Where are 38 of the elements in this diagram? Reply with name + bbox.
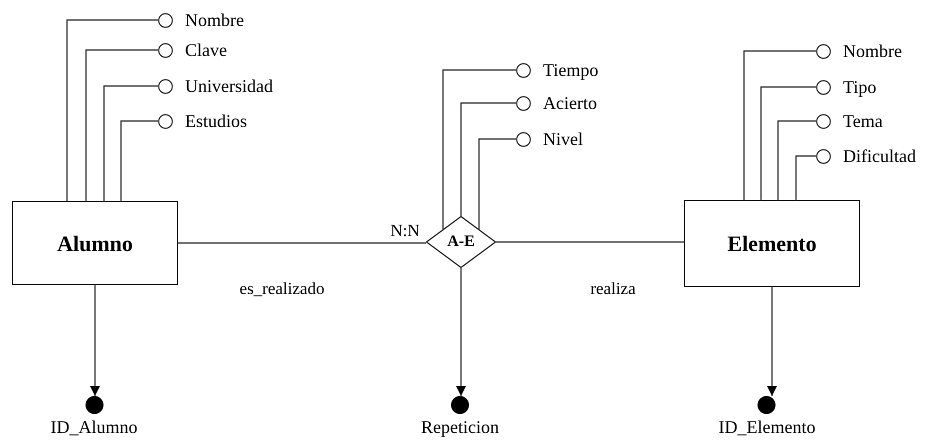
- connector-line: [120, 120, 158, 201]
- key-label: Repeticion: [421, 418, 499, 436]
- key-label: ID_Elemento: [718, 418, 816, 436]
- connector-line: [442, 69, 516, 230]
- connector-line: [478, 138, 516, 230]
- connector-line: [66, 19, 158, 201]
- relationship-name: A-E: [447, 234, 475, 250]
- edge-label: es_realizado: [240, 280, 324, 297]
- connector-line: [460, 102, 516, 216]
- edge-label: realiza: [590, 280, 636, 297]
- connector-line: [178, 242, 426, 244]
- entity-name: Alumno: [57, 230, 133, 258]
- connector-line: [795, 155, 816, 200]
- attribute-label: Dificultad: [843, 147, 916, 165]
- attribute-label: Clave: [185, 41, 227, 59]
- entity-name: Elemento: [727, 230, 817, 258]
- entity-box: [684, 200, 860, 287]
- attribute-label: Tiempo: [543, 61, 598, 79]
- arrow: [90, 285, 100, 396]
- attribute-label: Acierto: [543, 94, 597, 112]
- connector-line: [103, 85, 158, 201]
- cardinality-label: N:N: [390, 222, 420, 239]
- connector-line: [777, 120, 816, 200]
- arrow: [767, 287, 777, 396]
- entity-box: [12, 201, 178, 285]
- attribute-label: Nombre: [843, 42, 902, 60]
- attribute-label: Tema: [843, 112, 883, 130]
- connector-line: [496, 241, 684, 243]
- arrow: [456, 268, 466, 396]
- connector-line: [743, 50, 816, 200]
- key-label: ID_Alumno: [50, 418, 138, 436]
- attribute-label: Nombre: [185, 11, 244, 29]
- attribute-label: Universidad: [185, 77, 273, 95]
- connector-line: [760, 86, 816, 200]
- connector-line: [85, 49, 158, 201]
- attribute-label: Tipo: [843, 78, 876, 96]
- attribute-label: Estudios: [185, 112, 248, 130]
- attribute-label: Nivel: [543, 130, 583, 148]
